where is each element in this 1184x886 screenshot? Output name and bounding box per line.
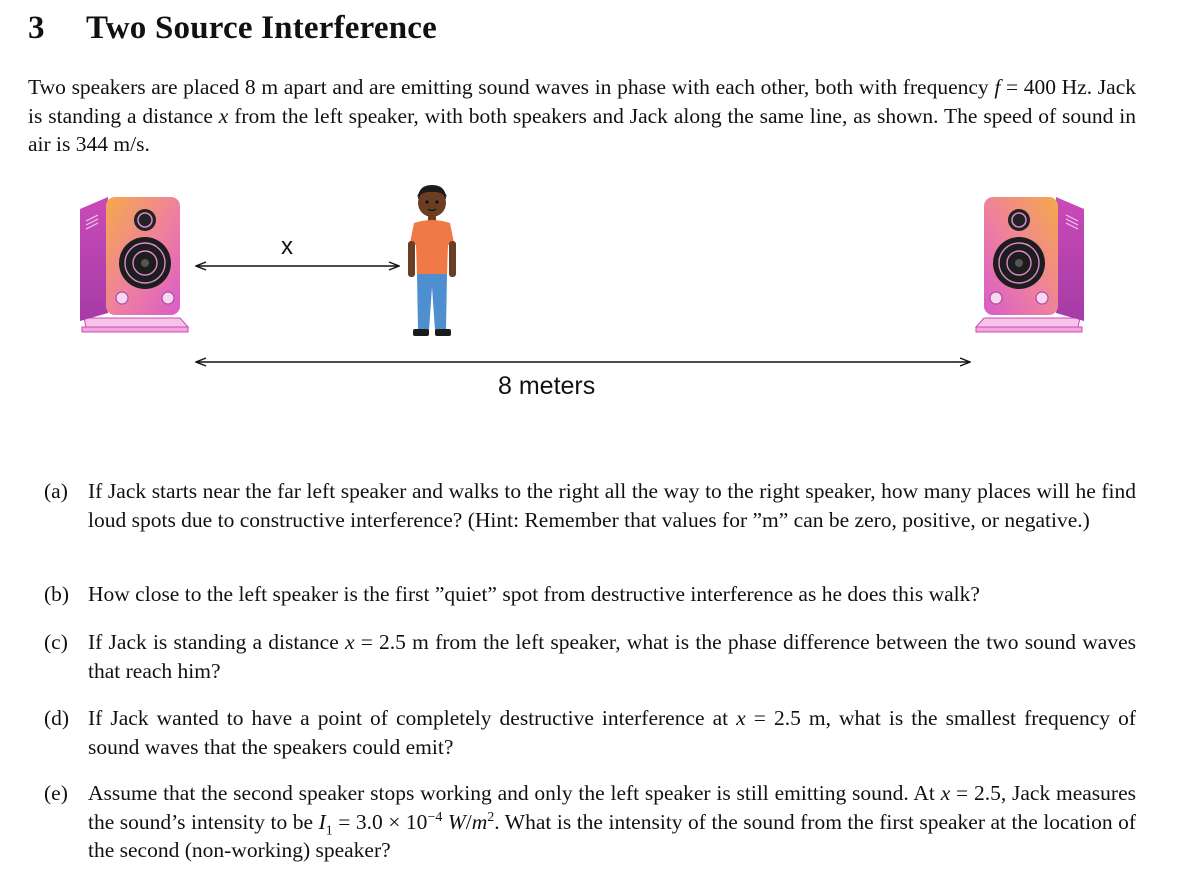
part-text: If Jack is standing a distance x = 2.5 m… bbox=[88, 630, 1136, 683]
question-part-c: (c) If Jack is standing a distance x = 2… bbox=[44, 628, 1136, 685]
var-x: x bbox=[218, 103, 229, 128]
intro-text-2: = 400 Hz. Jack is standing a distance bbox=[28, 75, 1136, 128]
var-x: x bbox=[736, 706, 746, 730]
intro-text-1: Two speakers are placed 8 m apart and ar… bbox=[28, 75, 995, 99]
part-text: If Jack starts near the far left speaker… bbox=[88, 479, 1136, 532]
section-title: Two Source Interference bbox=[86, 10, 438, 46]
part-label: (e) bbox=[44, 781, 68, 805]
unit-exponent: 2 bbox=[487, 809, 495, 825]
left-speaker-icon bbox=[80, 197, 190, 333]
unit-w: W bbox=[447, 809, 466, 834]
unit-m: m bbox=[471, 809, 488, 834]
question-part-d: (d) If Jack wanted to have a point of co… bbox=[44, 704, 1136, 761]
var-x: x bbox=[940, 781, 951, 805]
part-text: Assume that the second speaker stops wor… bbox=[88, 781, 1136, 862]
exponent: −4 bbox=[427, 809, 443, 825]
section-number: 3 bbox=[28, 10, 45, 46]
figure-svg bbox=[80, 185, 1084, 415]
part-label: (b) bbox=[44, 582, 70, 606]
part-label: (d) bbox=[44, 706, 70, 730]
part-text: If Jack wanted to have a point of comple… bbox=[88, 706, 1136, 759]
subscript: 1 bbox=[325, 822, 333, 838]
question-part-e: (e) Assume that the second speaker stops… bbox=[44, 779, 1136, 865]
distance-label: 8 meters bbox=[498, 372, 596, 400]
right-speaker-icon bbox=[974, 197, 1084, 333]
part-text: How close to the left speaker is the fir… bbox=[88, 582, 980, 606]
var-x: x bbox=[344, 630, 355, 654]
x-label: x bbox=[281, 233, 293, 260]
question-part-b: (b) How close to the left speaker is the… bbox=[44, 580, 1136, 609]
var-I: I bbox=[318, 809, 326, 834]
section-heading: 3 Two Source Interference bbox=[28, 10, 437, 47]
part-label: (c) bbox=[44, 630, 68, 654]
speaker-figure: x 8 meters bbox=[0, 175, 1184, 415]
person-icon bbox=[408, 185, 456, 336]
intro-text-3: from the left speaker, with both speaker… bbox=[28, 103, 1136, 157]
part-label: (a) bbox=[44, 479, 68, 503]
question-part-a: (a) If Jack starts near the far left spe… bbox=[44, 477, 1136, 534]
intro-paragraph: Two speakers are placed 8 m apart and ar… bbox=[28, 73, 1136, 159]
var-f: f bbox=[994, 75, 1001, 99]
